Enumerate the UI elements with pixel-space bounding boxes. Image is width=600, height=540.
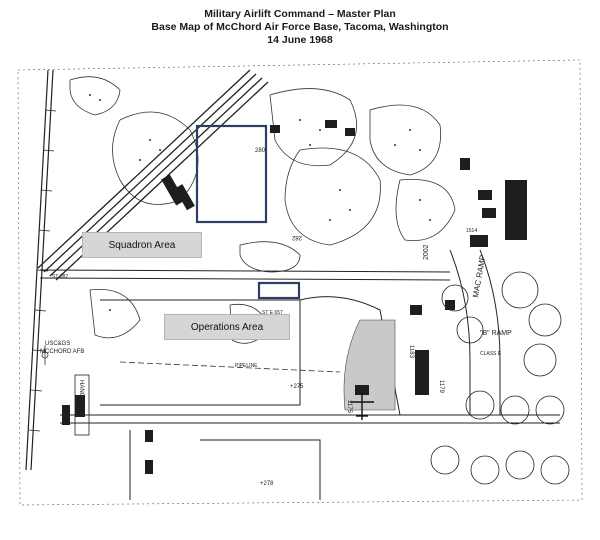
building	[445, 300, 455, 310]
building	[505, 180, 527, 240]
building	[415, 350, 429, 395]
label-st-e-657: ST E 657	[262, 310, 283, 316]
highlight-box-squadron	[195, 124, 268, 224]
building	[161, 174, 185, 206]
label-elev-275: +275	[290, 384, 304, 390]
building	[478, 190, 492, 200]
squadron-area-label: Squadron Area	[82, 232, 202, 258]
label-mac-ramp: MAC RAMP	[471, 254, 487, 298]
label-mcchord-afb: MCCHORD AFB	[40, 349, 84, 355]
aircraft-symbol	[350, 392, 374, 420]
label-bldg-1179: 1179	[438, 380, 444, 394]
tree-dots	[89, 94, 431, 321]
label-bldg-1175: 1175	[346, 400, 352, 414]
label-contour-282: 282	[291, 234, 302, 240]
title-line-2: Base Map of McChord Air Force Base, Taco…	[151, 21, 449, 33]
map-title-block: Military Airlift Command – Master Plan B…	[0, 8, 600, 47]
label-usc-gs: USC&GS	[45, 341, 70, 347]
building	[345, 128, 355, 136]
left-railroad-ties	[28, 109, 57, 432]
building	[460, 158, 470, 170]
north-arrow-icon	[41, 345, 49, 365]
label-hangar: HANGAR	[78, 380, 84, 406]
label-st-682: ST-682	[52, 274, 68, 280]
buildings	[62, 120, 527, 474]
building	[145, 430, 153, 442]
label-pipeline: PIPELINE	[235, 363, 258, 369]
building	[410, 305, 422, 315]
label-bldg-1183: 1183	[408, 345, 414, 359]
building	[470, 235, 488, 247]
building	[62, 405, 70, 425]
taxiways	[299, 249, 501, 416]
building	[270, 125, 280, 133]
grey-apron	[343, 319, 396, 411]
highlight-box-operations	[257, 281, 301, 300]
pipeline-line	[119, 361, 341, 373]
label-b-ramp: "B" RAMP	[480, 330, 512, 337]
title-line-1: Military Airlift Command – Master Plan	[204, 8, 396, 20]
main-road	[39, 269, 451, 281]
building	[325, 120, 337, 128]
label-contour-280: 280	[255, 148, 266, 154]
label-bldg-2002: 2002	[423, 244, 430, 260]
building	[355, 385, 369, 395]
building	[174, 184, 195, 211]
vegetation-contours	[69, 76, 456, 344]
label-elev-278: +278	[260, 481, 274, 487]
label-class-e: CLASS E	[480, 351, 502, 357]
building	[75, 395, 85, 417]
label-bldg-1514: 1514	[466, 228, 477, 234]
building	[145, 460, 153, 474]
hangar-outline	[74, 374, 90, 436]
aircraft-parking	[430, 271, 570, 485]
railroad-diagonal	[37, 69, 269, 281]
runway-area	[60, 299, 560, 500]
title-line-3: 14 June 1968	[267, 34, 333, 46]
building	[482, 208, 496, 218]
operations-area-label: Operations Area	[164, 314, 290, 340]
